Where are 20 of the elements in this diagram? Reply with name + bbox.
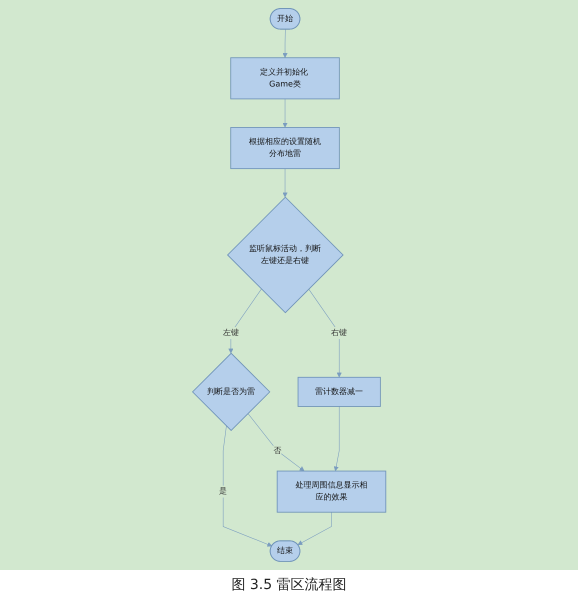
edge-label: 左键 [222,328,239,338]
edge-label: 右键 [331,328,348,338]
arrow [334,406,340,472]
node-diamond: 判断是否为雷 [192,352,270,432]
arrow [222,426,272,547]
node-box: 雷计数器减一 [297,376,381,407]
node-box: 定义并初始化 Game类 [230,57,340,100]
arrow [282,29,288,58]
arrow [308,288,342,378]
arrow [297,512,332,546]
node-box: 根据相应的设置随机分布地雷 [230,127,340,170]
arrow [228,288,262,354]
edge-label: 否 [273,446,282,456]
node-box: 处理周围信息显示相应的效果 [276,470,386,513]
arrow [282,168,288,198]
arrow [282,98,288,128]
figure-caption: 图 3.5 雷区流程图 [231,577,347,593]
edge-label: 是 [218,486,227,496]
node-diamond: 监听鼠标活动，判断左键还是右键 [226,196,344,314]
arrow [247,413,304,472]
